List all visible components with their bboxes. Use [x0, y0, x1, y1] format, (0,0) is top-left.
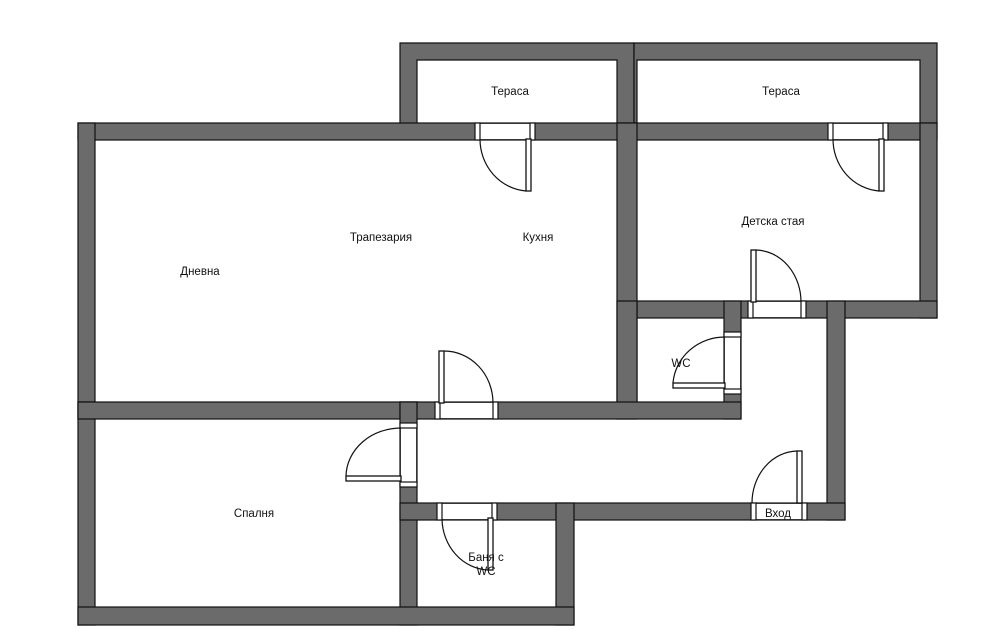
label-living: Дневна	[180, 266, 220, 278]
wall-wc-left	[616, 300, 638, 420]
label-kids-room: Детска стая	[741, 216, 804, 228]
door-wc	[672, 336, 726, 389]
wall-left-upper	[77, 122, 96, 420]
wall-corridor-right	[826, 300, 846, 521]
door-terrace-left	[479, 138, 532, 192]
label-terrace-left: Тераса	[491, 86, 529, 98]
wall-terrace-left	[399, 42, 635, 125]
door-entrance	[751, 450, 803, 504]
door-openings	[399, 122, 889, 521]
wall-bottom	[77, 606, 575, 626]
label-bathroom-line2: WC	[476, 566, 495, 578]
label-entrance: Вход	[765, 508, 791, 520]
door-kids-room	[750, 249, 802, 303]
door-bathroom	[441, 517, 494, 571]
wall-living-bedroom	[77, 401, 419, 420]
label-kitchen: Кухня	[523, 232, 554, 244]
door-terrace-right	[832, 138, 885, 192]
door-bedroom	[345, 427, 402, 482]
walls	[77, 42, 938, 626]
wall-left-lower	[77, 401, 96, 626]
wall-right-kids	[919, 122, 938, 319]
door-kitchen	[438, 350, 494, 404]
wall-corridor-bottom	[399, 502, 846, 521]
label-bedroom: Спалня	[234, 508, 274, 520]
label-dining: Трапезария	[350, 232, 412, 244]
wall-top-kids	[633, 122, 938, 141]
wall-terrace-right	[633, 42, 938, 125]
room-labels: Тераса Тераса Дневна Трапезария Кухня Де…	[180, 86, 804, 578]
label-bathroom-line1: Баня с	[468, 552, 504, 564]
wall-top-main	[77, 122, 635, 141]
label-terrace-right: Тераса	[762, 86, 800, 98]
label-wc: WC	[671, 358, 690, 370]
doors	[345, 138, 885, 571]
